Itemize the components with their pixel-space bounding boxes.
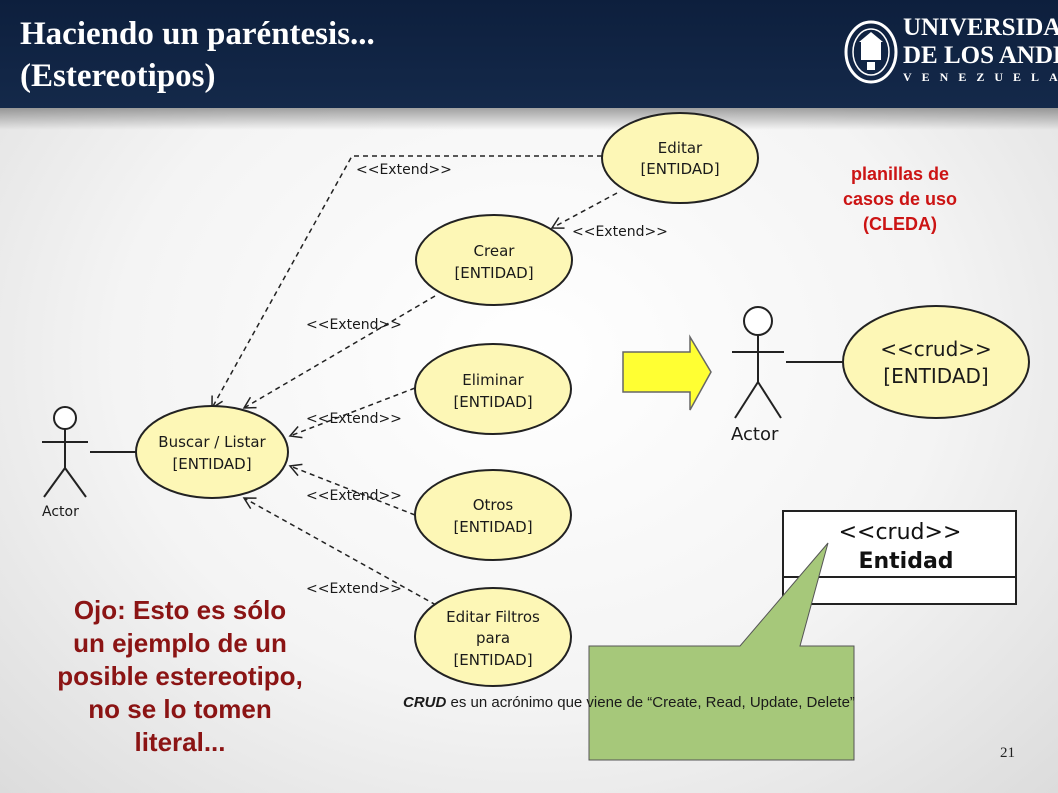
extend-label-editar: <<Extend>> bbox=[356, 162, 452, 178]
crud-definition-note: CRUD es un acrónimo que viene de “Create… bbox=[403, 694, 1053, 711]
crud-actor-figure bbox=[732, 306, 784, 419]
ojo-line5: literal... bbox=[134, 727, 226, 757]
use-case-crear-line2: [ENTIDAD] bbox=[454, 264, 533, 282]
use-case-eliminar: Eliminar [ENTIDAD] bbox=[414, 343, 572, 435]
slide-header bbox=[0, 0, 1058, 108]
use-case-editar-line1: Editar bbox=[658, 139, 703, 157]
extend-line-editar bbox=[211, 155, 602, 410]
actor-label: Actor bbox=[42, 504, 79, 520]
extend-label-crear: <<Extend>> bbox=[572, 224, 668, 240]
ojo-line1: Ojo: Esto es sólo bbox=[73, 595, 287, 625]
use-case-buscar-line1: Buscar / Listar bbox=[158, 433, 266, 451]
extend-label-crear-main: <<Extend>> bbox=[306, 317, 402, 333]
use-case-editar: Editar [ENTIDAD] bbox=[601, 112, 759, 204]
ojo-line2: un ejemplo de un bbox=[73, 628, 287, 658]
crud-explanation: es un acrónimo que viene de “Create, Rea… bbox=[446, 694, 855, 711]
extend-line-eliminar bbox=[288, 387, 416, 439]
use-case-otros-line1: Otros bbox=[473, 496, 514, 514]
use-case-eliminar-line2: [ENTIDAD] bbox=[453, 393, 532, 411]
ojo-warning-note: Ojo: Esto es sólo un ejemplo de un posib… bbox=[20, 594, 340, 759]
slide-title-line2: (Estereotipos) bbox=[20, 58, 216, 94]
extend-line-editar-crear bbox=[550, 192, 618, 229]
use-case-buscar-listar: Buscar / Listar [ENTIDAD] bbox=[135, 405, 289, 499]
planillas-line2: casos de uso bbox=[842, 189, 958, 209]
use-case-editar-line2: [ENTIDAD] bbox=[640, 160, 719, 178]
extend-label-editar-filtros: <<Extend>> bbox=[306, 581, 402, 597]
extend-line-otros bbox=[288, 463, 416, 516]
crud-actor-label: Actor bbox=[731, 424, 779, 445]
use-case-crud-line1: <<crud>> bbox=[880, 337, 992, 361]
crud-term: CRUD bbox=[403, 694, 447, 711]
page-number: 21 bbox=[1000, 745, 1015, 761]
use-case-crear-line1: Crear bbox=[474, 242, 516, 260]
class-name: Entidad bbox=[858, 549, 953, 574]
header-shadow bbox=[0, 108, 1058, 130]
ojo-line4: no se lo tomen bbox=[88, 694, 272, 724]
slide-title-line1: Haciendo un paréntesis... bbox=[20, 16, 375, 52]
logo-text-line2: DE LOS ANDES bbox=[903, 42, 1058, 69]
callout-shape bbox=[588, 542, 855, 761]
use-case-editar-filtros-line3: [ENTIDAD] bbox=[453, 651, 532, 669]
transformation-arrow-icon bbox=[622, 334, 712, 411]
use-case-otros: Otros [ENTIDAD] bbox=[414, 469, 572, 561]
use-case-editar-filtros-line1: Editar Filtros bbox=[446, 608, 540, 626]
planillas-line3: (CLEDA) bbox=[863, 214, 937, 234]
planillas-line1: planillas de bbox=[850, 164, 950, 184]
use-case-crear: Crear [ENTIDAD] bbox=[415, 214, 573, 306]
use-case-editar-filtros-line2: para bbox=[476, 629, 510, 647]
university-seal-icon bbox=[844, 20, 898, 84]
extend-line-editar-filtros bbox=[242, 497, 437, 606]
use-case-crud-line2: [ENTIDAD] bbox=[883, 364, 988, 388]
use-case-buscar-line2: [ENTIDAD] bbox=[172, 455, 251, 473]
use-case-otros-line2: [ENTIDAD] bbox=[453, 518, 532, 536]
extend-label-otros: <<Extend>> bbox=[306, 488, 402, 504]
extend-line-crear bbox=[242, 295, 436, 409]
planillas-note: planillas de casos de uso (CLEDA) bbox=[810, 162, 990, 237]
ojo-line3: posible estereotipo, bbox=[57, 661, 303, 691]
use-case-crud: <<crud>> [ENTIDAD] bbox=[842, 305, 1030, 419]
class-stereotype: <<crud>> bbox=[839, 520, 962, 545]
use-case-eliminar-line1: Eliminar bbox=[462, 371, 524, 389]
actor-figure bbox=[42, 406, 88, 498]
use-case-editar-filtros: Editar Filtros para [ENTIDAD] bbox=[414, 587, 572, 687]
logo-text-line3: VENEZUELA bbox=[903, 70, 1058, 84]
extend-label-eliminar: <<Extend>> bbox=[306, 411, 402, 427]
